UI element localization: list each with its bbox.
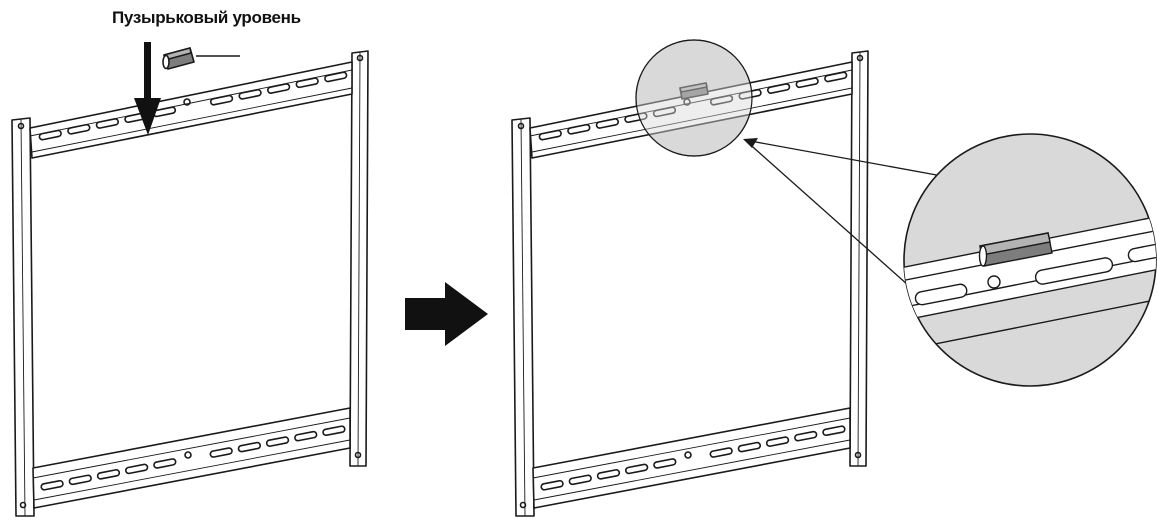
rail-slot — [68, 474, 92, 486]
rail-slot — [738, 88, 762, 100]
rail-slot — [653, 458, 677, 469]
bubble-level-icon — [162, 47, 195, 70]
rail-slot — [795, 77, 819, 89]
rail-slots — [540, 425, 846, 491]
post-bolt-icon — [19, 501, 27, 509]
rail-slot — [765, 436, 790, 447]
rail-slot — [322, 425, 346, 437]
rail-slot — [38, 129, 62, 141]
zoom-arrowhead-icon — [743, 138, 758, 148]
rail-slots — [40, 425, 346, 491]
rail-slot — [567, 123, 591, 135]
rail-slot — [737, 441, 762, 453]
rail-slot — [265, 436, 290, 447]
rail-slot — [822, 425, 846, 437]
magnifier-ring-overlay — [635, 39, 753, 157]
post-bolt-icon — [854, 451, 862, 459]
zoom-detail — [903, 133, 1157, 387]
bottom-rail — [32, 407, 351, 509]
rail-slot — [824, 71, 848, 83]
rail-slot — [794, 430, 818, 442]
rail-hole-icon — [684, 451, 692, 459]
rail-slot — [209, 94, 234, 106]
post-bolt-icon — [17, 122, 25, 130]
rail-slot — [652, 106, 677, 118]
rail-slot — [624, 112, 648, 124]
rail-slot — [709, 94, 734, 106]
rail-slot — [568, 474, 592, 486]
rail-slot — [124, 463, 149, 475]
post-bolt-icon — [856, 54, 864, 62]
rail-slot — [595, 118, 620, 129]
rail-slots — [538, 71, 848, 141]
rail-hole-icon — [683, 98, 691, 106]
rail-slot — [766, 83, 791, 94]
rail-hole-icon — [184, 451, 192, 459]
rail-slots — [38, 71, 348, 141]
rail-slot — [209, 447, 233, 458]
bottom-rail — [532, 407, 851, 509]
post-bolt-icon — [517, 122, 525, 130]
rail-slot — [538, 129, 562, 141]
rail-slot — [153, 458, 177, 469]
bubble-level-label: Пузырьковый уровень — [112, 8, 301, 27]
rail-slot — [324, 71, 348, 83]
rail-slot — [238, 88, 262, 100]
mounting-frame-left — [11, 47, 369, 517]
next-step-arrow-icon — [405, 282, 488, 346]
rail-slot — [709, 447, 733, 458]
rail-slot — [624, 463, 649, 475]
zoom-connector — [744, 139, 943, 286]
rail-slot — [67, 123, 91, 135]
rail-slot — [294, 430, 318, 442]
rail-slot — [540, 479, 564, 491]
mounting-frame-right — [511, 39, 869, 517]
rail-slot — [96, 469, 121, 480]
rail-hole-icon — [183, 98, 191, 106]
bubble-level-icon — [679, 82, 709, 100]
placement-arrow-icon — [134, 42, 161, 135]
rail-slot — [596, 469, 621, 480]
rail-slot — [266, 83, 291, 94]
post-bolt-icon — [354, 451, 362, 459]
top-rail — [29, 61, 353, 159]
rail-slot — [237, 441, 262, 453]
post-bolt-icon — [519, 501, 527, 509]
rail-slot — [40, 479, 64, 491]
top-rail — [529, 61, 853, 159]
post-bolt-icon — [356, 54, 364, 62]
rail-slot — [295, 77, 319, 89]
rail-slot — [95, 118, 120, 129]
